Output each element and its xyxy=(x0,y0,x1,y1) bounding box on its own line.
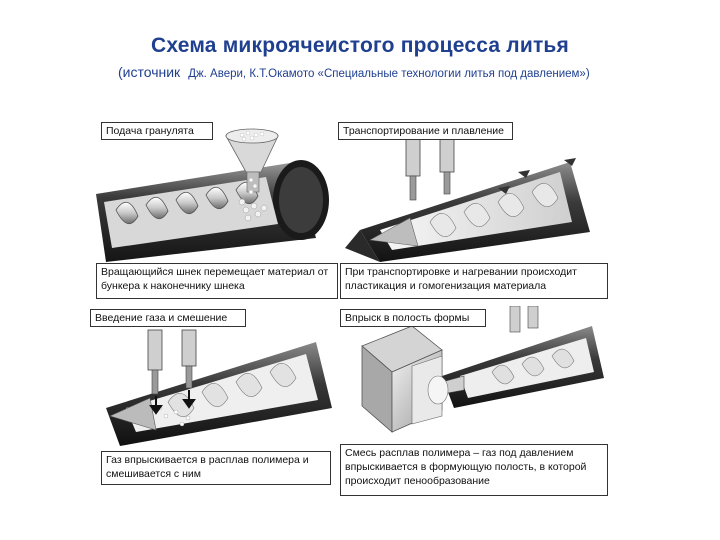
description-gas-injection: Газ впрыскивается в расплав полимера и с… xyxy=(101,451,331,485)
page-title: Схема микроячеистого процесса литья xyxy=(151,34,569,57)
panel-mold-injection-illustration xyxy=(342,306,604,446)
panel-granule-feed-illustration xyxy=(96,122,330,262)
step-label-transport-melting: Транспортирование и плавление xyxy=(338,122,513,140)
description-granule-feed: Вращающийся шнек перемещает материал от … xyxy=(96,263,338,299)
source-lead: (источник xyxy=(118,64,181,80)
source-citation: Дж. Авери, К.Т.Окамото «Специальные техн… xyxy=(188,68,590,80)
step-label-granule-feed: Подача гранулята xyxy=(101,122,213,140)
panel-gas-injection-illustration xyxy=(96,312,336,452)
description-mold-injection: Смесь расплав полимера – газ под давлени… xyxy=(340,444,608,496)
source-reference: (источник Дж. Авери, К.Т.Окамото «Специал… xyxy=(118,64,590,80)
step-label-mold-injection: Впрыск в полость формы xyxy=(340,309,486,327)
step-label-gas-injection: Введение газа и смешение xyxy=(90,309,246,327)
panel-transport-melting-illustration xyxy=(340,122,600,262)
description-transport-melting: При транспортировке и нагревании происхо… xyxy=(340,263,608,299)
